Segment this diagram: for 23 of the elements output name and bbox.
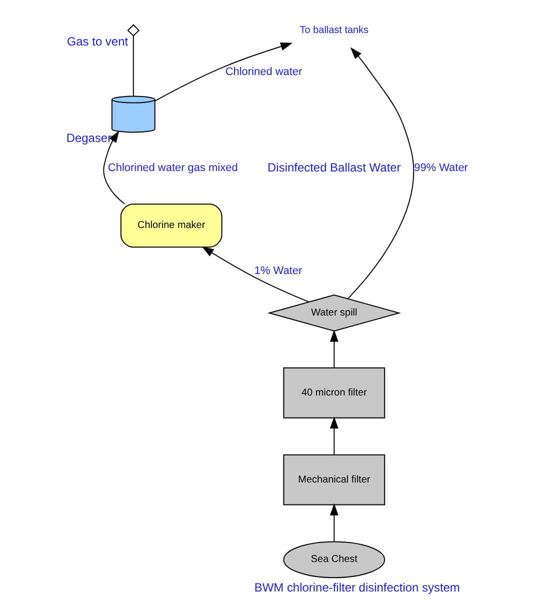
node-ellipse: Sea Chest	[283, 541, 386, 578]
arrow	[330, 416, 338, 456]
arrow	[348, 47, 414, 299]
edge-label: 99% Water	[414, 162, 468, 174]
node-diamond	[127, 24, 140, 37]
label: Disinfected Ballast Water	[268, 160, 401, 174]
node-box: Mechanical filter	[283, 454, 386, 506]
arrow	[103, 130, 126, 204]
node-box: Chlorine maker	[120, 204, 222, 248]
node-diamond: Water spill	[267, 294, 401, 332]
arrow	[330, 330, 338, 368]
arrow	[330, 503, 338, 542]
arrow	[154, 42, 293, 102]
node-label: Gas to vent	[66, 34, 128, 48]
edge-label: 1% Water	[254, 264, 302, 277]
node-text: To ballast tanks	[300, 24, 369, 36]
node-label: Degaser	[66, 130, 112, 145]
edge-label: Chlorined water gas mixed	[108, 162, 238, 174]
node-box: 40 micron filter	[283, 367, 386, 418]
arrow	[202, 246, 310, 302]
caption: BWM chlorine-filter disinfection system	[254, 580, 460, 594]
edge-label: Chlorined water	[225, 66, 302, 78]
connector	[132, 35, 134, 96]
